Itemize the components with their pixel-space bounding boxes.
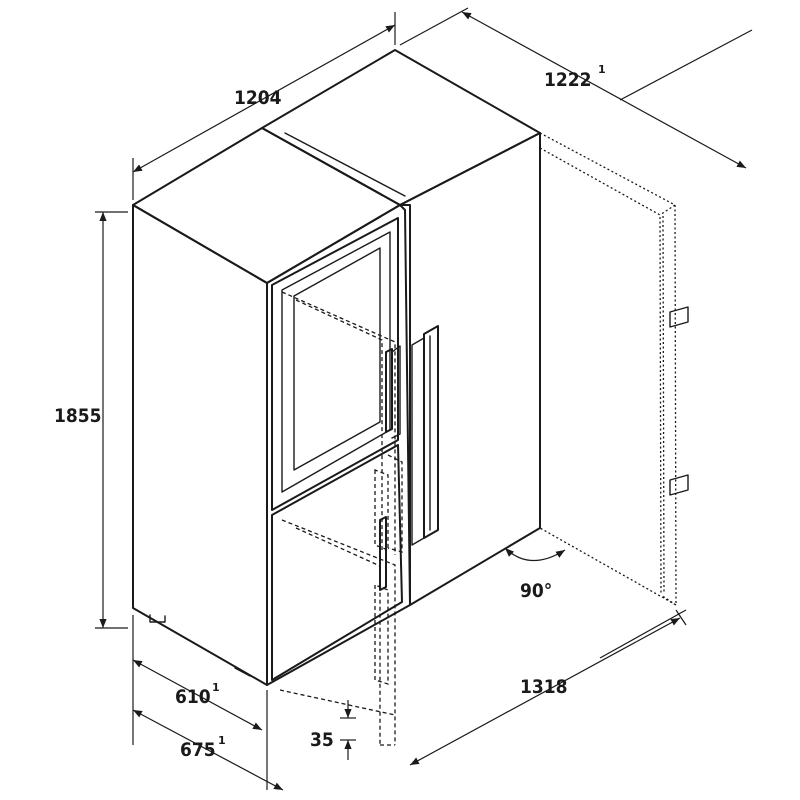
depth-open-footnote: 1 — [598, 63, 606, 76]
door-swing-clearance-dimension: 1318 — [409, 609, 687, 766]
depth-label: 610 — [175, 686, 211, 708]
door-recess-label: 35 — [310, 729, 334, 751]
door-swing-clearance-label: 1318 — [520, 676, 568, 698]
depth-dimension: 610 1 — [132, 615, 268, 790]
depth-open-label: 1222 — [544, 69, 592, 91]
door-angle-indicator: 90° — [504, 547, 566, 602]
open-door-outline — [539, 132, 689, 607]
depth-with-handle-dimension: 675 1 — [132, 709, 284, 791]
height-label: 1855 — [54, 405, 102, 427]
depth-with-handle-label: 675 — [180, 739, 216, 761]
wine-cabinet-glass-door — [271, 217, 401, 511]
door-recess-dimension: 35 — [310, 700, 356, 760]
height-dimension: 1855 — [54, 211, 128, 629]
refrigerator-body — [132, 49, 541, 686]
wine-door-swing-outline — [279, 291, 403, 746]
width-label: 1204 — [234, 87, 282, 109]
refrigerator-door-handle — [411, 325, 439, 546]
depth-open-dimension: 1222 1 — [399, 7, 753, 169]
depth-footnote: 1 — [212, 681, 220, 694]
width-dimension: 1204 — [132, 12, 396, 200]
door-angle-label: 90° — [520, 580, 552, 602]
depth-with-handle-footnote: 1 — [218, 734, 226, 747]
